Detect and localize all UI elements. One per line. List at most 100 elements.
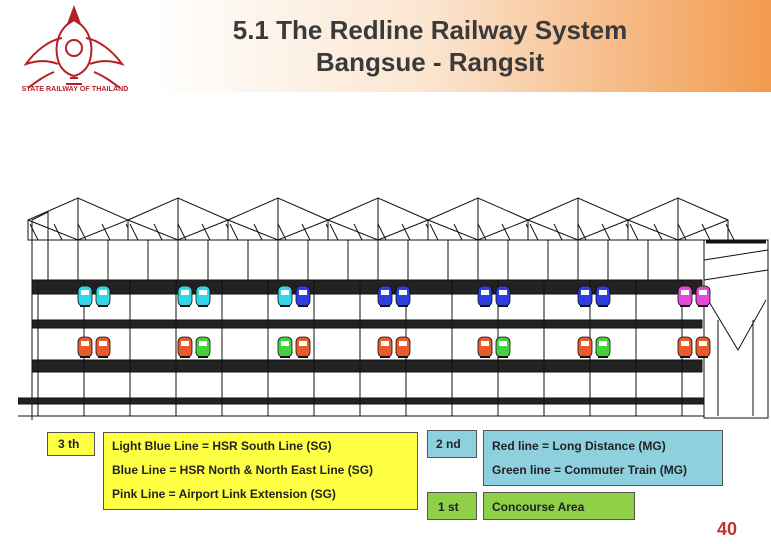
train-red: [95, 336, 111, 358]
train-blue: [495, 285, 511, 307]
roof-rafter: [101, 223, 111, 241]
roof-rafter: [53, 223, 63, 241]
train-body: [77, 336, 93, 358]
logo-caption: STATE RAILWAY OF THAILAND: [21, 86, 129, 93]
train-red: [395, 336, 411, 358]
roof-truss: [227, 198, 329, 280]
train-window: [481, 341, 489, 346]
train-red: [295, 336, 311, 358]
legend-blue-line: Blue Line = HSR North & North East Line …: [112, 463, 374, 477]
train-body: [677, 336, 693, 358]
train-window: [599, 341, 607, 346]
train-light-blue: [195, 285, 211, 307]
page-number: 40: [717, 519, 738, 539]
roof-rafter: [601, 223, 611, 241]
train-window: [681, 341, 689, 346]
legend-concourse: Concourse Area: [492, 500, 585, 514]
train-light-blue: [77, 285, 93, 307]
roof-rafter: [577, 223, 587, 241]
roof-rafter: [77, 223, 87, 241]
left-facade: [31, 211, 49, 420]
train-body: [477, 285, 493, 307]
roof-rafter: [653, 223, 663, 241]
train-body: [495, 336, 511, 358]
train-body: [695, 336, 711, 358]
train-light-blue: [177, 285, 193, 307]
train-body: [377, 336, 393, 358]
train-window: [281, 341, 289, 346]
train-body: [195, 285, 211, 307]
legend-tag-2nd-text: 2 nd: [436, 437, 461, 451]
roof-truss: [427, 198, 529, 280]
train-window: [299, 341, 307, 346]
legend-tag-1st-text: 1 st: [438, 500, 459, 514]
train-window: [499, 341, 507, 346]
train-body: [395, 285, 411, 307]
roof-rafter: [501, 223, 511, 241]
legend-level-3: Light Blue Line = HSR South Line (SG) Bl…: [103, 432, 418, 510]
roof-rafter: [329, 223, 339, 241]
train-body: [695, 285, 711, 307]
train-window: [99, 290, 107, 295]
train-window: [281, 290, 289, 295]
title-line-2: Bangsue - Rangsit: [315, 47, 545, 77]
srt-logo: [14, 2, 134, 96]
train-window: [681, 290, 689, 295]
train-blue: [395, 285, 411, 307]
legend-tag-1st: 1 st: [427, 492, 477, 520]
train-body: [595, 336, 611, 358]
train-body: [95, 336, 111, 358]
legend-red-line: Red line = Long Distance (MG): [492, 439, 666, 453]
train-window: [699, 341, 707, 346]
train-body: [477, 336, 493, 358]
train-window: [399, 290, 407, 295]
train-window: [81, 341, 89, 346]
train-body: [177, 336, 193, 358]
train-blue: [577, 285, 593, 307]
train-red: [695, 336, 711, 358]
train-light-blue: [277, 285, 293, 307]
train-pink: [677, 285, 693, 307]
train-red: [77, 336, 93, 358]
train-body: [277, 285, 293, 307]
train-body: [577, 285, 593, 307]
train-blue: [595, 285, 611, 307]
train-body: [677, 285, 693, 307]
train-window: [699, 290, 707, 295]
train-body: [77, 285, 93, 307]
legend-pink-line: Pink Line = Airport Link Extension (SG): [112, 487, 336, 501]
legend-level-1: Concourse Area: [483, 492, 635, 520]
train-body: [295, 336, 311, 358]
train-window: [181, 290, 189, 295]
train-window: [481, 290, 489, 295]
train-body: [395, 336, 411, 358]
roof-rafter: [277, 223, 287, 241]
train-pink: [695, 285, 711, 307]
train-window: [399, 341, 407, 346]
roof-rafter: [301, 223, 311, 241]
roof-rafter: [229, 223, 239, 241]
legend-tag-3rd: 3 th: [47, 432, 95, 456]
train-red: [477, 336, 493, 358]
roof-rafter: [177, 223, 187, 241]
train-green: [495, 336, 511, 358]
roof-rafter: [253, 223, 263, 241]
train-light-blue: [95, 285, 111, 307]
roof-rafter: [429, 223, 439, 241]
legend-level-2: Red line = Long Distance (MG) Green line…: [483, 430, 723, 486]
roof-rafter: [701, 223, 711, 241]
roof-truss: [327, 198, 429, 280]
train-green: [277, 336, 293, 358]
roof-rafter: [553, 223, 563, 241]
train-window: [599, 290, 607, 295]
train-red: [577, 336, 593, 358]
train-window: [199, 290, 207, 295]
train-body: [177, 285, 193, 307]
roof-rafter: [477, 223, 487, 241]
train-body: [195, 336, 211, 358]
train-body: [295, 285, 311, 307]
roof-rafter: [401, 223, 411, 241]
roof-rafter: [153, 223, 163, 241]
train-window: [99, 341, 107, 346]
roof-rafter: [353, 223, 363, 241]
